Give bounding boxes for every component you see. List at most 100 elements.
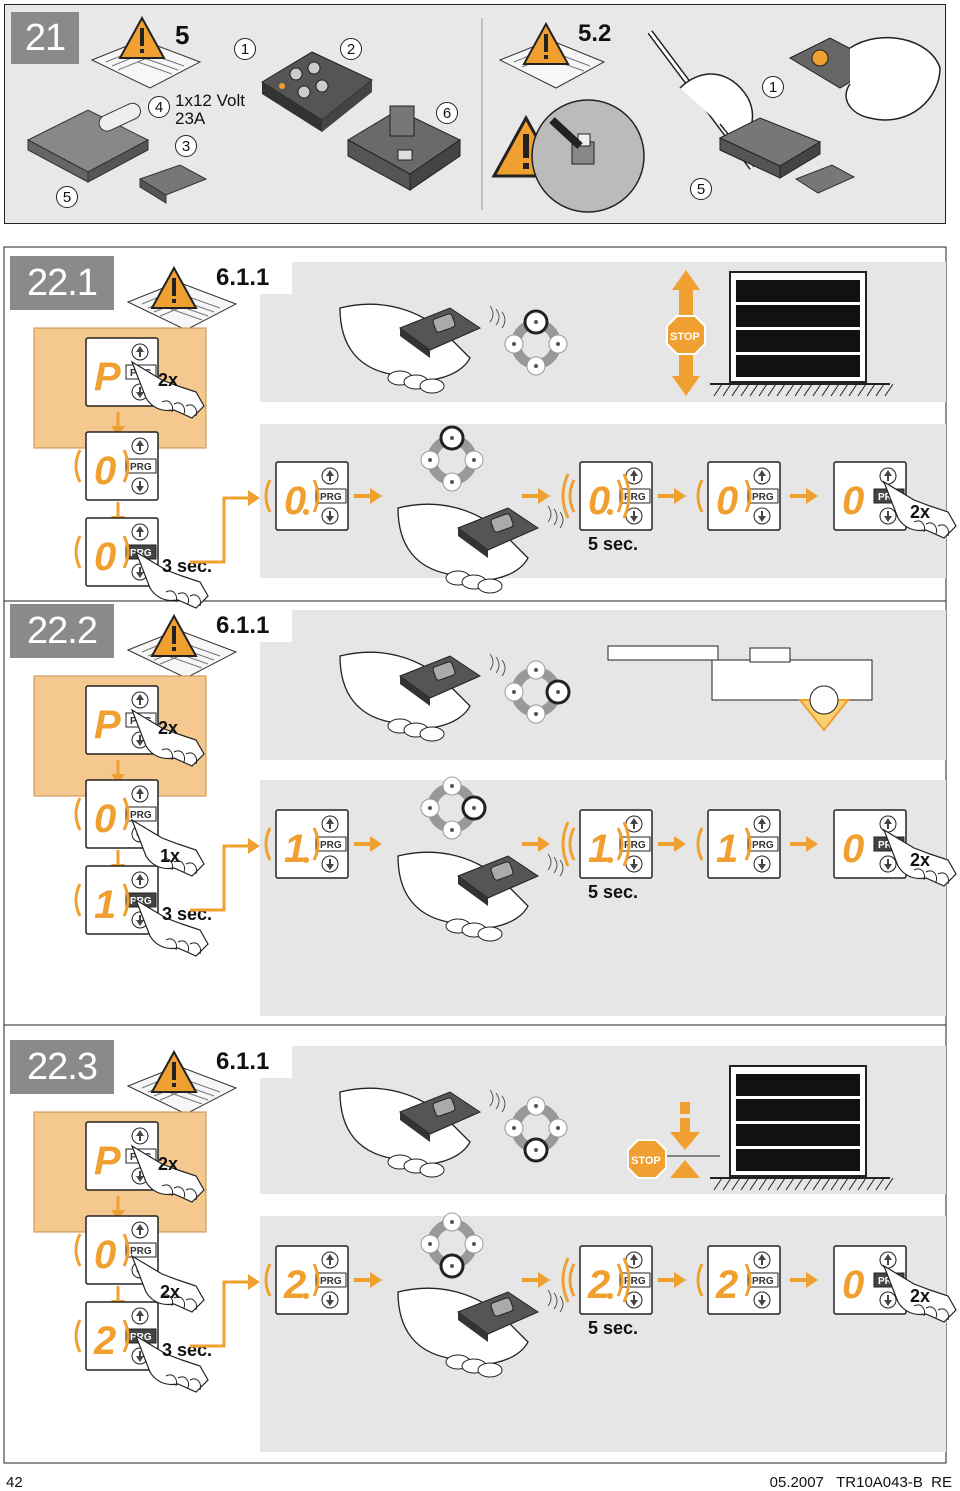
arrow-up-icon: [758, 818, 766, 829]
pressing-hand-icon: [130, 1254, 205, 1313]
prg-button[interactable]: [125, 806, 157, 822]
prg-label: PRG: [130, 810, 152, 821]
final-press-label: 2x: [910, 850, 930, 870]
arrow-up-icon: [630, 818, 638, 829]
prg-label: PRG: [752, 1276, 774, 1287]
arrow-up-icon: [630, 1254, 638, 1265]
arrow-down-icon: [630, 859, 638, 870]
section-22-2-ref: 6.1.1: [216, 612, 270, 639]
section-22-2-number: 22.2: [10, 604, 114, 658]
segment-display-digit: 0: [588, 479, 610, 523]
segment-display-digit: 0: [94, 449, 116, 493]
document-reference: 05.2007 TR10A043-B RE: [769, 1474, 952, 1491]
hand-holding-remote: [397, 503, 564, 594]
flow-arrow-elbow: [190, 838, 260, 912]
callout-5b: 5: [690, 178, 712, 200]
prg-button[interactable]: [315, 836, 347, 852]
battery-spec-line2: 23A: [175, 109, 206, 128]
segment-display-digit: 0: [94, 797, 116, 841]
arrow-down-icon: [758, 511, 766, 522]
arrow-up-icon: [136, 1310, 144, 1321]
hand-holding-remote: [397, 1287, 564, 1378]
flow-arrow-right: [354, 488, 382, 504]
final-press-label: 2x: [910, 1286, 930, 1306]
prg-label: PRG: [624, 1276, 646, 1287]
arrow-up-icon: [884, 818, 892, 829]
prg-button[interactable]: [747, 488, 779, 504]
control-unit-display: PRG 2: [264, 1245, 349, 1315]
warning-triangle-icon: [150, 1049, 198, 1093]
pressing-hand-icon: [882, 480, 957, 539]
arrow-down-icon: [758, 1295, 766, 1306]
section-21-number: 21: [11, 12, 79, 64]
section-22-1-number: 22.1: [10, 256, 114, 310]
hold-time-label: 3 sec.: [162, 904, 212, 924]
arrow-up-icon: [326, 470, 334, 481]
prg-label: PRG: [130, 1332, 152, 1343]
arrow-down-icon: [136, 481, 144, 492]
stop-sign-icon: STOP: [666, 315, 706, 355]
segment-display-digit: 0: [284, 479, 306, 523]
flow-arrow-right: [354, 836, 382, 852]
prg-button[interactable]: [125, 1242, 157, 1258]
arrow-up-icon: [136, 1224, 144, 1235]
prg-button[interactable]: [315, 488, 347, 504]
final-press-label: 2x: [910, 502, 930, 522]
arrow-down-icon: [630, 511, 638, 522]
hand-holding-remote: [339, 303, 506, 394]
section-22-3-number: 22.3: [10, 1040, 114, 1094]
segment-display-digit: 2: [715, 1263, 738, 1307]
hand-holding-remote: [397, 851, 564, 942]
wait-time-label: 5 sec.: [588, 1318, 638, 1338]
arrow-down-icon: [136, 735, 144, 746]
section-22-1-ref: 6.1.1: [216, 264, 270, 291]
remote-button-diagram: [504, 309, 568, 376]
warning-triangle-icon: [150, 265, 198, 309]
arrow-down-icon: [326, 1295, 334, 1306]
flow-arrow-right: [522, 488, 550, 504]
segment-display-digit: P: [94, 703, 121, 747]
arrow-up-icon: [884, 470, 892, 481]
arrow-up-icon: [758, 470, 766, 481]
hold-time-label: 3 sec.: [162, 556, 212, 576]
flow-arrow-right: [790, 488, 818, 504]
stop-label: STOP: [670, 331, 700, 343]
prg-label: PRG: [320, 1276, 342, 1287]
arrow-up-icon: [136, 788, 144, 799]
arrow-down-icon: [630, 1295, 638, 1306]
warning-ref-5-2: 5.2: [578, 20, 612, 47]
flow-arrow-right: [790, 836, 818, 852]
flow-arrow-right: [658, 488, 686, 504]
arrow-up-icon: [326, 818, 334, 829]
press-count-label: 2x: [158, 718, 178, 738]
prg-label: PRG: [130, 1246, 152, 1257]
prg-button[interactable]: [315, 1272, 347, 1288]
garage-door-icon: [710, 271, 894, 397]
prg-button[interactable]: [747, 1272, 779, 1288]
segment-display-digit: 1: [716, 827, 738, 871]
arrow-down-icon: [884, 511, 892, 522]
prg-button[interactable]: [747, 836, 779, 852]
segment-display-digit: 0: [716, 479, 738, 523]
flow-arrow-right: [354, 1272, 382, 1288]
flow-arrow-down: [111, 1196, 125, 1220]
flow-arrow-right: [790, 1272, 818, 1288]
prg-button[interactable]: [125, 458, 157, 474]
prg-label: PRG: [878, 840, 900, 851]
arrow-down-icon: [136, 915, 144, 926]
arrow-down-icon: [884, 859, 892, 870]
pressing-hand-icon: [134, 1334, 209, 1393]
arrow-up-icon: [630, 470, 638, 481]
segment-display-digit: 2: [283, 1263, 306, 1307]
warning-triangle-icon: [118, 15, 166, 59]
arrow-down-icon: [136, 387, 144, 398]
